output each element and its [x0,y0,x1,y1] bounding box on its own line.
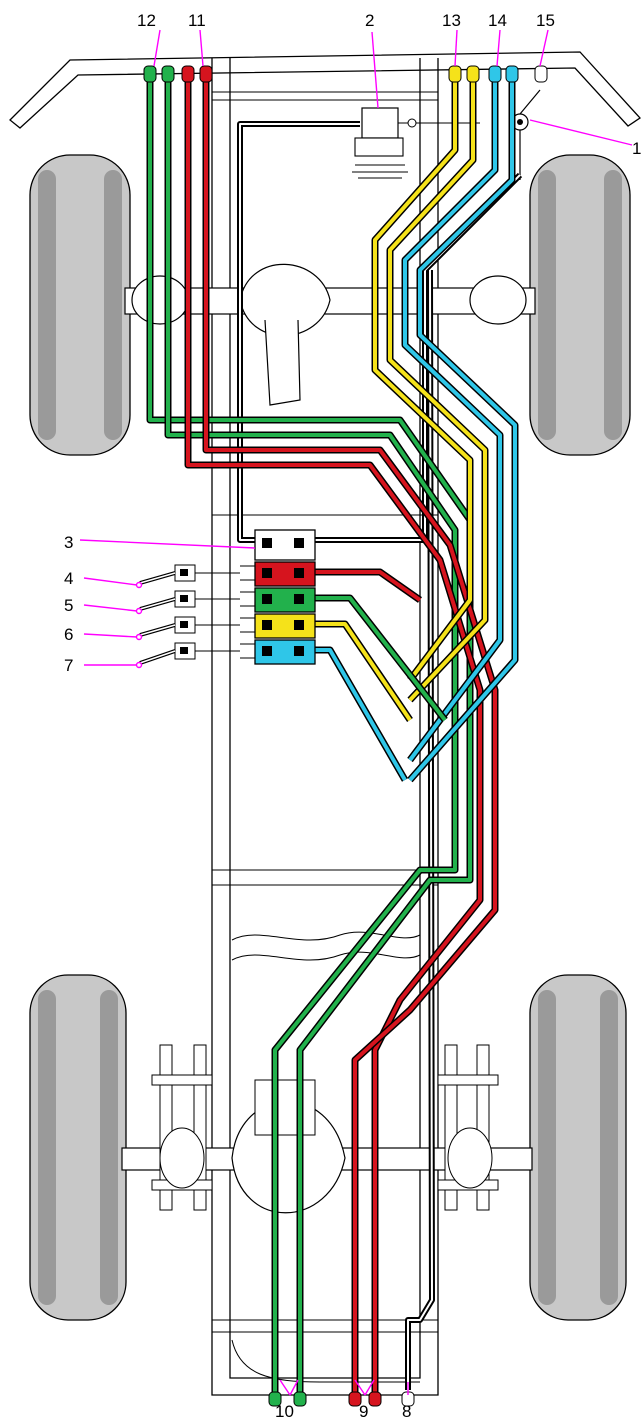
valve-component-2 [352,107,480,179]
callout-8: 8 [402,1402,411,1421]
callout-4: 4 [64,569,73,588]
rear-right-tire [529,974,627,1321]
callout-13: 13 [442,11,461,30]
rear-connectors [268,1391,415,1407]
callout-3: 3 [64,533,73,552]
callout-labels: 12 11 2 13 14 15 1 3 4 5 6 7 10 9 8 [64,11,641,1421]
valve-block-3 [254,529,316,665]
callout-6: 6 [64,625,73,644]
callout-15: 15 [536,11,555,30]
air-lines [146,72,523,1395]
front-left-tire [29,154,131,456]
callout-1: 1 [632,139,641,158]
leader-lines [79,29,633,1396]
callout-11: 11 [188,11,206,30]
valve-component-1 [511,89,541,180]
callout-5: 5 [64,596,73,615]
callout-10: 10 [275,1402,294,1421]
front-right-tire [529,154,631,456]
front-axle [124,263,536,406]
callout-9: 9 [359,1402,368,1421]
rear-axle [121,1044,533,1214]
callout-14: 14 [488,11,507,30]
callout-7: 7 [64,656,73,675]
front-connectors [143,65,548,83]
rear-left-tire [29,974,127,1321]
callout-12: 12 [137,11,156,30]
callout-2: 2 [365,11,374,30]
control-handles [139,564,256,665]
